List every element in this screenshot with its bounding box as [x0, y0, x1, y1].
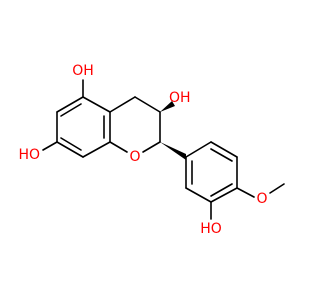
bond-c5p-c6p	[185, 187, 212, 203]
bond-c2p-c3p	[210, 141, 238, 158]
bond-c4a-c5	[82, 96, 111, 113]
label-methoxy-o: O	[256, 191, 267, 207]
label-oh-c7: HO	[18, 147, 40, 163]
bonds	[42, 79, 285, 220]
bond-c7-c8-inner	[60, 137, 82, 151]
bond-c1p-c2p	[185, 141, 212, 158]
bond-c2-o1	[142, 141, 161, 153]
bond-c2p-c3p-inner	[210, 148, 233, 162]
label-oh-c3prime: HO	[200, 221, 222, 237]
bond-c5-c6	[56, 96, 84, 113]
bond-c7-c8	[56, 141, 84, 158]
wedge-bond-c2-c1prime	[160, 142, 186, 160]
label-oh-c5: OH	[72, 63, 94, 79]
wedge-bond-c3-oh	[160, 101, 175, 112]
bond-o1-c8a	[109, 141, 128, 153]
bond-c5-c6-inner	[60, 103, 82, 117]
bond-c8-c8a	[82, 141, 111, 158]
bond-c7-oh	[42, 141, 58, 151]
bond-c3p-o	[236, 187, 255, 198]
bond-c4p-c5p	[210, 187, 238, 203]
label-oh-c3: OH	[169, 90, 191, 106]
molecule-diagram: OH OH HO O O HO	[18, 63, 285, 237]
bond-c4a-c4	[109, 96, 136, 113]
atom-labels: OH OH HO O O HO	[18, 63, 267, 237]
label-ring-o: O	[129, 149, 140, 165]
bond-c4-c3	[134, 96, 161, 113]
bond-o-ch3	[269, 183, 285, 194]
bond-c4p-c5p-inner	[210, 183, 233, 197]
